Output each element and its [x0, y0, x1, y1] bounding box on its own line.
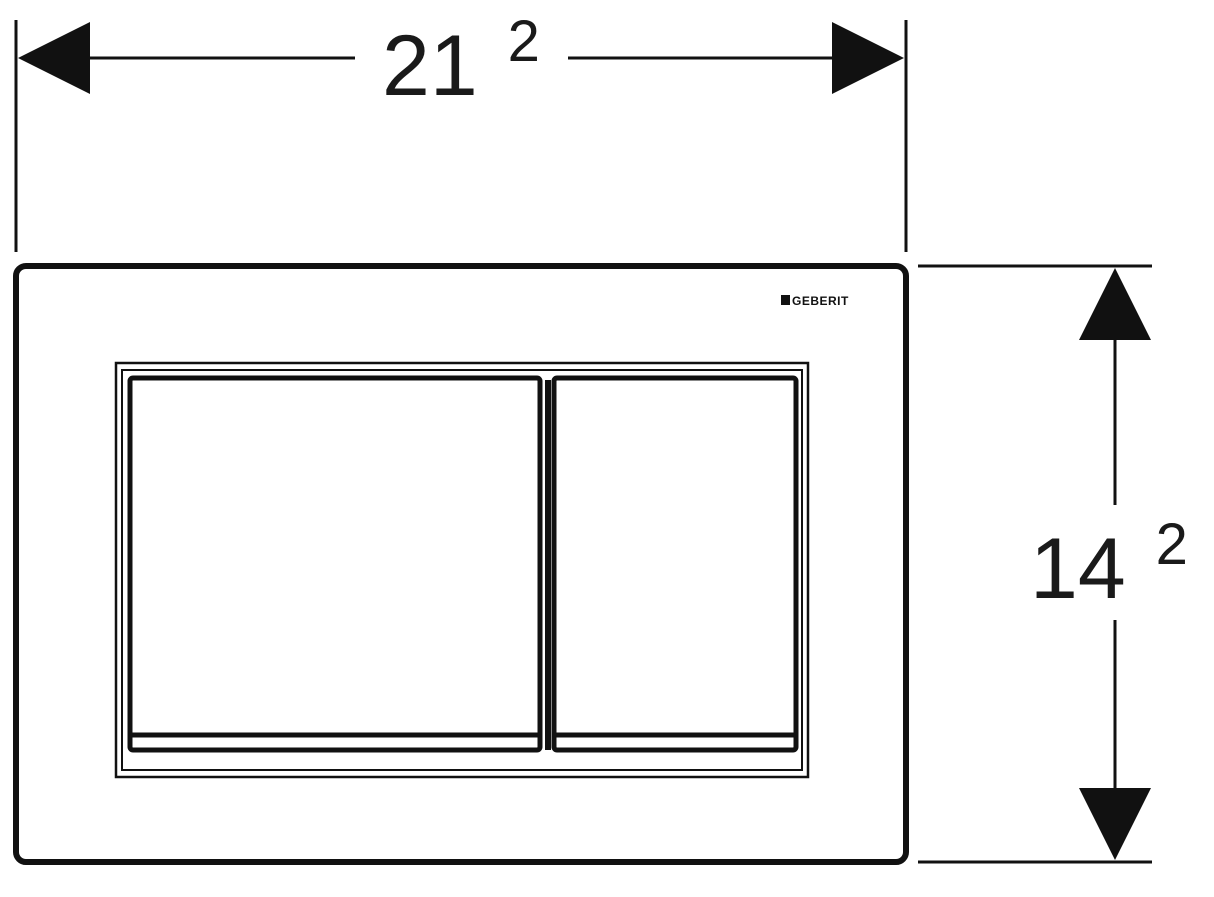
- button-frame-outer: [114, 361, 810, 779]
- arrowhead-left-icon: [18, 22, 90, 94]
- width-superscript: 2: [508, 9, 540, 74]
- logo-wordmark: GEBERIT: [792, 294, 849, 308]
- brand-logo: GEBERIT: [781, 294, 849, 308]
- width-dimension: [14, 20, 908, 252]
- height-label: 14 2: [1030, 512, 1188, 617]
- height-superscript: 2: [1156, 512, 1188, 577]
- arrowhead-down-icon: [1079, 788, 1151, 860]
- cover-plate: [13, 263, 909, 865]
- width-value: 21: [382, 18, 478, 114]
- small-flush-button[interactable]: [551, 375, 799, 753]
- small-button-face[interactable]: [551, 375, 799, 753]
- large-button-face[interactable]: [127, 375, 543, 753]
- large-flush-button[interactable]: [127, 375, 543, 753]
- button-frame-inner: [121, 369, 803, 771]
- height-value: 14: [1030, 521, 1126, 617]
- height-dimension: [918, 264, 1152, 864]
- width-label: 21 2: [382, 9, 540, 114]
- arrowhead-up-icon: [1079, 268, 1151, 340]
- logo-mark-icon: [781, 295, 790, 305]
- arrowhead-right-icon: [832, 22, 904, 94]
